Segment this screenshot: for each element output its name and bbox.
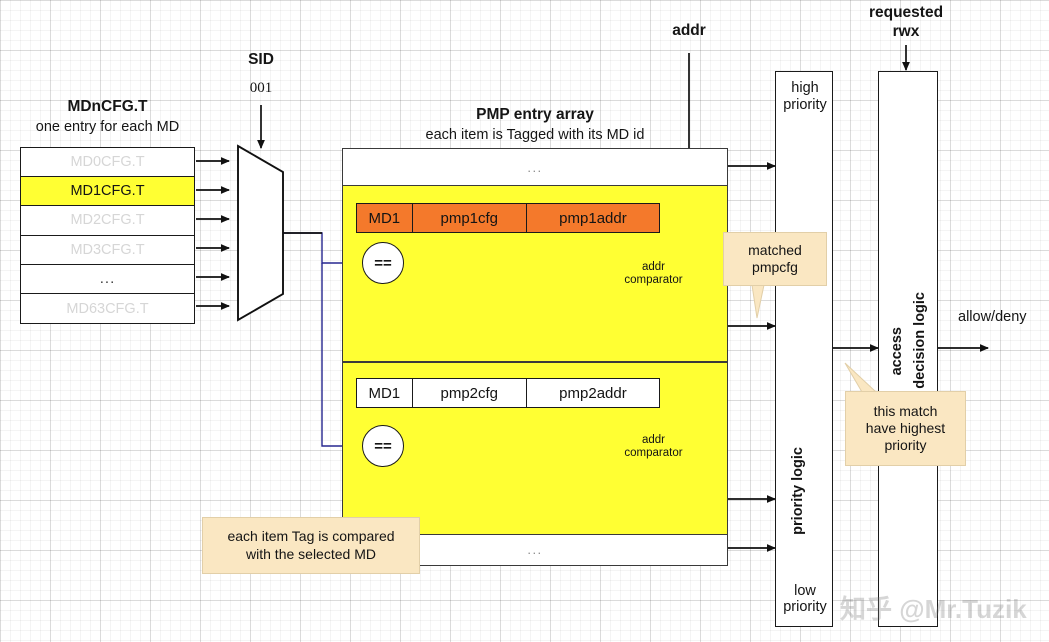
requested-rwx-label-line1: requested — [868, 4, 944, 21]
priority-logic-label: priority logic — [790, 447, 806, 535]
mdncfg-subtitle: one entry for each MD — [35, 119, 180, 135]
md-row-selected[interactable]: MD1CFG.T — [21, 177, 194, 207]
tag-equality-comparator-2: == — [362, 425, 404, 467]
pmp-entry-tag: MD1 — [357, 204, 413, 232]
md-row[interactable]: MD0CFG.T — [21, 148, 194, 178]
md-row-ellipsis: ... — [21, 264, 194, 294]
priority-high-label-line1: high — [791, 80, 819, 96]
callout-matched-pmpcfg-line2: pmpcfg — [752, 259, 798, 275]
pmp-entry-addr: pmp2addr — [526, 379, 660, 407]
callout-matched-pmpcfg: matched pmpcfg — [723, 232, 827, 286]
pmp-entry-tag: MD1 — [357, 379, 413, 407]
pmp-bottom-ellipsis-row: ... — [527, 542, 543, 557]
addr-comparator-line-2: comparator — [624, 447, 683, 459]
addr-comparator-1: addr comparator — [606, 250, 701, 298]
pmp-array-subtitle: each item is Tagged with its MD id — [425, 127, 645, 143]
md-row[interactable]: MD63CFG.T — [21, 293, 194, 324]
priority-logic-box: high priority priority logic low priorit… — [775, 71, 833, 627]
callout-tag-compare-line2: with the selected MD — [246, 545, 376, 562]
addr-comparator-line-2: comparator — [624, 274, 683, 286]
access-decision-label-line2: decision logic — [912, 292, 928, 389]
watermark: 知乎 @Mr.Tuzik — [840, 594, 1027, 624]
callout-matched-pmpcfg-line1: matched — [748, 241, 802, 258]
pmp-entry-cfg: pmp1cfg — [412, 204, 527, 232]
priority-high-label-line2: priority — [783, 96, 827, 113]
pmp-entry-row-2[interactable]: MD1 pmp2cfg pmp2addr — [356, 378, 660, 408]
addr-comparator-2: addr comparator — [606, 423, 701, 471]
sid-label: SID — [248, 51, 274, 68]
access-decision-label-line1: access — [889, 327, 905, 376]
callout-tag-compare: each item Tag is compared with the selec… — [202, 517, 420, 574]
addr-input-label: addr — [672, 22, 706, 39]
priority-low-label-line2: priority — [783, 599, 827, 616]
callout-highest-priority-line2: have highest — [865, 419, 946, 436]
callout-tail-highest-priority — [844, 362, 878, 393]
priority-low-label-line1: low — [794, 582, 816, 599]
pmp-entry-cfg: pmp2cfg — [412, 379, 527, 407]
tag-equality-comparator-1: == — [362, 242, 404, 284]
pmp-entry-addr: pmp1addr — [526, 204, 660, 232]
md-row[interactable]: MD3CFG.T — [21, 235, 194, 265]
pmp-entry-row-1[interactable]: MD1 pmp1cfg pmp1addr — [356, 203, 660, 233]
mdncfg-title: MDnCFG.T — [67, 98, 148, 115]
requested-rwx-label-line2: rwx — [892, 23, 920, 40]
callout-highest-priority-line1: this match — [873, 402, 938, 419]
callout-highest-priority-line3: priority — [884, 437, 927, 454]
sid-value: 001 — [249, 80, 273, 96]
addr-comparator-line-1: addr — [641, 260, 666, 273]
pmp-array-title: PMP entry array — [476, 106, 594, 123]
addr-comparator-line-1: addr — [641, 433, 666, 446]
mdncfg-table: MD0CFG.T MD1CFG.T MD2CFG.T MD3CFG.T ... … — [20, 147, 195, 325]
access-decision-logic-box: access decision logic — [878, 71, 938, 627]
pmp-top-ellipsis-row: ... — [527, 159, 543, 175]
callout-tail-matched-pmpcfg — [751, 284, 765, 319]
md-row[interactable]: MD2CFG.T — [21, 206, 194, 236]
callout-highest-priority: this match have highest priority — [845, 391, 966, 466]
allow-deny-label: allow/deny — [958, 309, 1027, 325]
callout-tag-compare-line1: each item Tag is compared — [227, 528, 395, 545]
